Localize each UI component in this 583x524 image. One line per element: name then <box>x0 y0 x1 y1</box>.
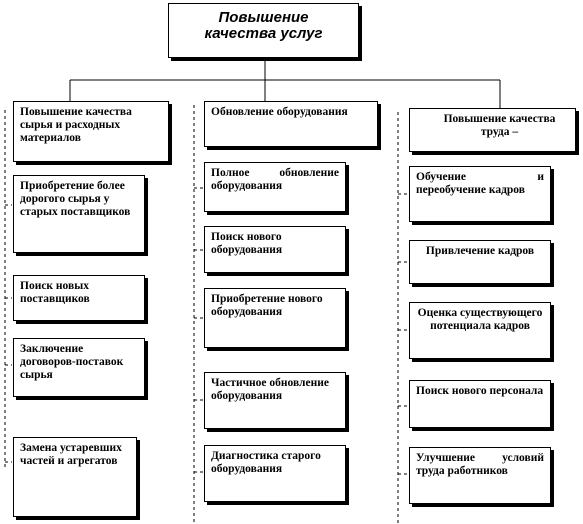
header-box-materials: Повышение качества сырья и расходных мат… <box>13 101 169 162</box>
item-box-equipment-4: Частичное обновление оборудования <box>204 372 346 429</box>
item-label: Обучение и переобучение кадров <box>416 171 544 196</box>
root-title-line2: качества услуг <box>204 25 323 42</box>
item-box-equipment-2: Поиск нового оборудования <box>204 226 346 273</box>
item-box-labor-5: Улучшение условий труда работников <box>409 447 551 504</box>
item-label: Поиск новых поставщиков <box>20 280 90 305</box>
item-label: Оценка существующего потенциала кадров <box>417 307 543 332</box>
item-label: Приобретение нового оборудования <box>211 293 323 318</box>
root-box: Повышение качества услуг <box>168 3 359 58</box>
item-box-materials-1: Приобретение более дорогого сырья у стар… <box>13 175 145 253</box>
item-label: Привлечение кадров <box>425 245 535 257</box>
item-label: Улучшение условий труда работников <box>416 452 544 477</box>
item-label: Диагностика старого оборудования <box>211 450 321 475</box>
item-box-labor-2: Привлечение кадров <box>409 240 551 284</box>
item-label: Полное обновление оборудования <box>211 167 339 192</box>
item-box-materials-4: Замена устаревших частей и агрегатов <box>13 437 137 517</box>
item-box-equipment-5: Диагностика старого оборудования <box>204 445 346 502</box>
item-label: Частичное обновление оборудования <box>211 377 329 402</box>
item-box-materials-3: Заключение договоров-поставок сырья <box>13 338 145 397</box>
item-box-equipment-3: Приобретение нового оборудования <box>204 288 346 348</box>
item-box-equipment-1: Полное обновление оборудования <box>204 162 346 212</box>
item-label: Заключение договоров-поставок сырья <box>20 343 124 381</box>
header-materials-label: Повышение качества сырья и расходных мат… <box>20 106 132 144</box>
item-label: Приобретение более дорогого сырья у стар… <box>20 180 131 218</box>
item-label: Поиск нового персонала <box>416 385 544 397</box>
header-labor-label: Повышение качества труда – <box>416 113 569 139</box>
item-box-labor-1: Обучение и переобучение кадров <box>409 166 551 222</box>
header-box-equipment: Обновление оборудования <box>204 101 378 147</box>
item-label: Замена устаревших частей и агрегатов <box>20 442 122 467</box>
item-box-materials-2: Поиск новых поставщиков <box>13 275 145 321</box>
header-equipment-label: Обновление оборудования <box>211 106 348 118</box>
item-label: Поиск нового оборудования <box>211 231 283 256</box>
header-labor-text: Повышение качества труда – <box>443 113 556 138</box>
header-box-labor: Повышение качества труда – <box>409 108 576 152</box>
item-box-labor-3: Оценка существующего потенциала кадров <box>409 302 551 359</box>
item-box-labor-4: Поиск нового персонала <box>409 380 551 428</box>
root-title-line1: Повышение <box>218 9 309 26</box>
